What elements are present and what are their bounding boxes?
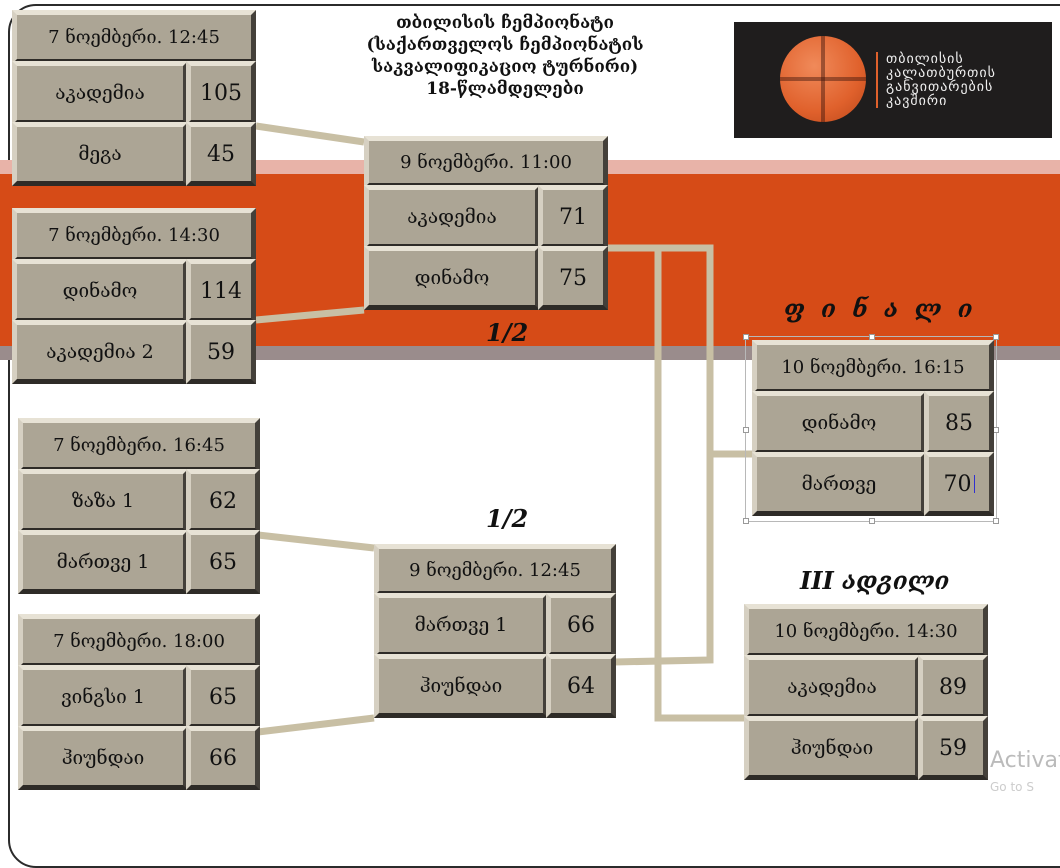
activation-watermark: Activat [990, 748, 1060, 773]
logo-line-4: კავშირი [886, 93, 948, 109]
logo-line-1: თბილისის [886, 51, 964, 67]
team-score[interactable]: 85 [924, 391, 994, 455]
logo-line-2: კალათბურთის [886, 65, 996, 81]
team-name[interactable]: მართვე 1 [374, 593, 548, 657]
match-date[interactable]: 10 ნოემბერი. 16:15 [752, 340, 994, 394]
team-name[interactable]: ჰიუნდაი [744, 716, 920, 780]
semifinal-label-bottom: 1/2 [486, 504, 529, 533]
resize-handle[interactable] [993, 334, 999, 340]
federation-logo: თბილისის კალათბურთის განვითარების კავშირ… [734, 22, 1052, 138]
team-name[interactable]: ვინგსი 1 [18, 665, 188, 729]
team-name[interactable]: ზაზა 1 [18, 469, 188, 533]
connector-q2-s1 [255, 306, 365, 324]
connector-s1-final [606, 244, 752, 458]
selection-frame[interactable] [743, 334, 999, 524]
title-line-3: საკვალიფიკაციო ტურნირი) [371, 57, 639, 77]
resize-handle[interactable] [993, 518, 999, 524]
team-score[interactable]: 45 [186, 122, 256, 186]
match-date[interactable]: 9 ნოემბერი. 11:00 [364, 136, 608, 188]
resize-handle[interactable] [869, 518, 875, 524]
match-date[interactable]: 7 ნოემბერი. 18:00 [18, 614, 260, 668]
team-score[interactable]: 75 [538, 246, 608, 310]
connector-s1-third [606, 244, 744, 722]
resize-handle[interactable] [743, 334, 749, 340]
team-name[interactable]: დინამო [12, 259, 188, 323]
match-date[interactable]: 7 ნოემბერი. 16:45 [18, 418, 260, 472]
team-score-editing[interactable]: 70 [924, 452, 994, 516]
text-cursor [973, 475, 975, 493]
team-name[interactable]: დინამო [364, 246, 540, 310]
team-name[interactable]: დინამო [752, 391, 926, 455]
connector-q3-s2 [257, 531, 375, 552]
team-score[interactable]: 66 [186, 726, 260, 790]
match-date[interactable]: 7 ნოემბერი. 14:30 [12, 208, 256, 262]
title-line-4: 18-წლამდელები [426, 79, 584, 99]
team-name[interactable]: მართვე [752, 452, 926, 516]
team-name[interactable]: აკადემია [364, 185, 540, 249]
bracket-connectors [255, 122, 752, 736]
team-score[interactable]: 89 [918, 655, 988, 719]
logo-text: თბილისის კალათბურთის განვითარების კავშირ… [886, 52, 996, 108]
team-name[interactable]: მართვე 1 [18, 530, 188, 594]
team-score[interactable]: 64 [546, 654, 616, 718]
team-name[interactable]: ჰიუნდაი [18, 726, 188, 790]
team-name[interactable]: აკადემია [12, 61, 188, 125]
match-date[interactable]: 10 ნოემბერი. 14:30 [744, 604, 988, 658]
resize-handle[interactable] [743, 427, 749, 433]
connector-q1-s1 [255, 122, 365, 146]
team-score: 70 [943, 471, 972, 497]
team-name[interactable]: ჰიუნდაი [374, 654, 548, 718]
match-date[interactable]: 9 ნოემბერი. 12:45 [374, 544, 616, 596]
title-line-1: თბილისის ჩემპიონატი [396, 13, 614, 33]
connector-q4-s2 [257, 714, 375, 736]
resize-handle[interactable] [743, 518, 749, 524]
connector-s2-final [613, 454, 714, 666]
team-name[interactable]: აკადემია 2 [12, 320, 188, 384]
team-score[interactable]: 59 [918, 716, 988, 780]
resize-handle[interactable] [869, 334, 875, 340]
team-score[interactable]: 62 [186, 469, 260, 533]
team-name[interactable]: მეგა [12, 122, 188, 186]
team-score[interactable]: 66 [546, 593, 616, 657]
team-name[interactable]: აკადემია [744, 655, 920, 719]
basketball-icon [780, 36, 866, 122]
team-score[interactable]: 114 [186, 259, 256, 323]
team-score[interactable]: 59 [186, 320, 256, 384]
activation-watermark-sub: Go to S [990, 780, 1034, 794]
tournament-title: თბილისის ჩემპიონატი (საქართველოს ჩემპიონ… [340, 12, 670, 100]
team-score[interactable]: 71 [538, 185, 608, 249]
logo-line-3: განვითარების [886, 79, 994, 95]
semifinal-label-top: 1/2 [486, 318, 529, 347]
team-score[interactable]: 65 [186, 665, 260, 729]
team-score[interactable]: 105 [186, 61, 256, 125]
logo-divider [876, 52, 878, 108]
title-line-2: (საქართველოს ჩემპიონატის [366, 35, 644, 55]
match-date[interactable]: 7 ნოემბერი. 12:45 [12, 10, 256, 64]
team-score[interactable]: 65 [186, 530, 260, 594]
third-place-label: III ადგილი [800, 566, 950, 595]
final-label: ფ ი ნ ა ლ ი [784, 294, 977, 323]
